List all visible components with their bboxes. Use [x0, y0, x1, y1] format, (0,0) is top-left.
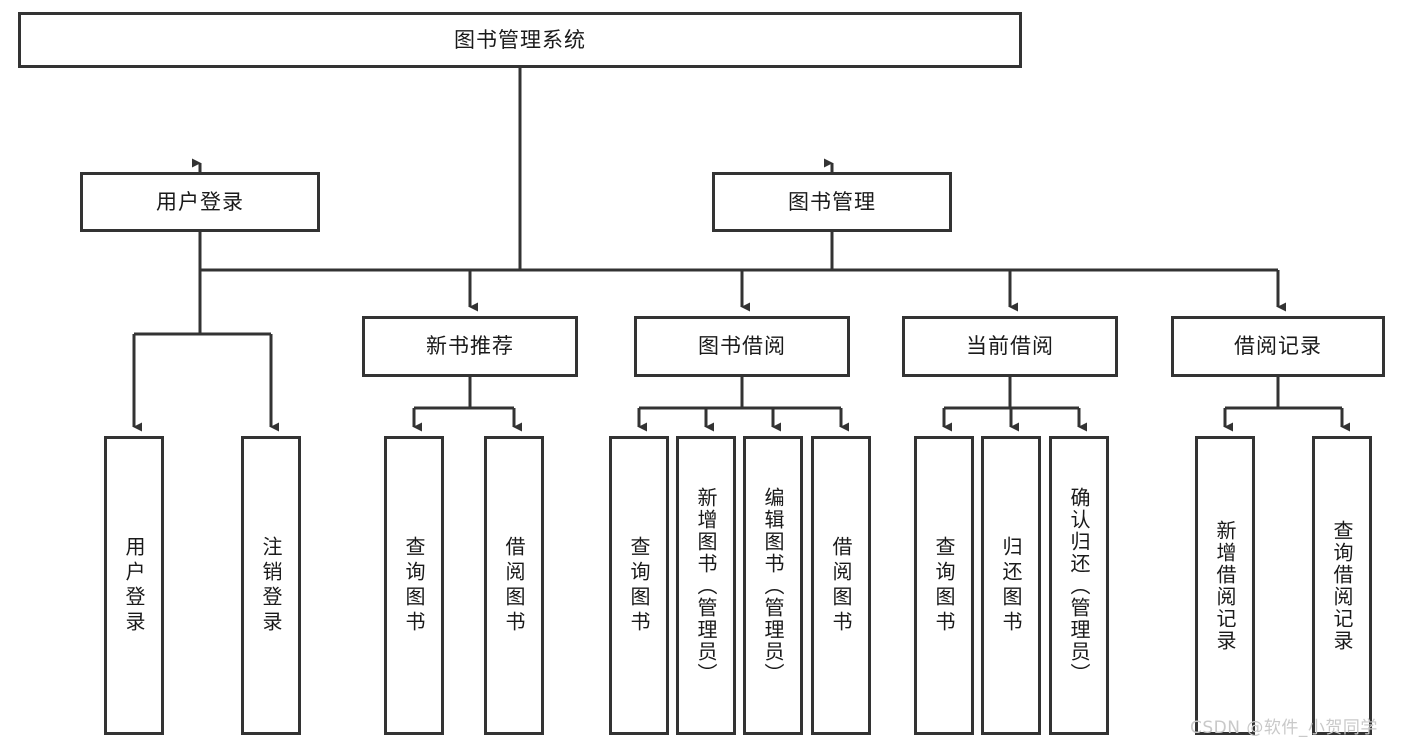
node-label: 注销登录	[259, 535, 283, 636]
node-label: 用户登录	[156, 189, 244, 214]
node-book-manage[interactable]: 图书管理	[712, 172, 952, 232]
node-leaf-add-record[interactable]: 新增借阅记录	[1195, 436, 1255, 735]
node-leaf-confirm-return[interactable]: 确认归还（管理员）	[1049, 436, 1109, 735]
node-leaf-query-record[interactable]: 查询借阅记录	[1312, 436, 1372, 735]
node-leaf-add-book[interactable]: 新增图书（管理员）	[676, 436, 736, 735]
node-user-login[interactable]: 用户登录	[80, 172, 320, 232]
node-leaf-return-book[interactable]: 归还图书	[981, 436, 1041, 735]
node-current-borrow[interactable]: 当前借阅	[902, 316, 1118, 377]
node-leaf-user-logout[interactable]: 注销登录	[241, 436, 301, 735]
node-label: 图书管理系统	[454, 27, 586, 52]
node-leaf-query-book-3[interactable]: 查询图书	[914, 436, 974, 735]
node-label: 新增图书（管理员）	[694, 486, 718, 685]
node-label: 图书借阅	[698, 334, 786, 359]
node-label: 图书管理	[788, 189, 876, 214]
node-label: 查询借阅记录	[1330, 519, 1354, 652]
node-leaf-query-book-2[interactable]: 查询图书	[609, 436, 669, 735]
node-label: 编辑图书（管理员）	[761, 486, 785, 685]
node-label: 当前借阅	[966, 334, 1054, 359]
node-label: 查询图书	[402, 535, 426, 636]
node-label: 新增借阅记录	[1213, 519, 1237, 652]
node-label: 新书推荐	[426, 334, 514, 359]
node-leaf-user-login[interactable]: 用户登录	[104, 436, 164, 735]
node-label: 借阅记录	[1234, 334, 1322, 359]
node-leaf-borrow-book-1[interactable]: 借阅图书	[484, 436, 544, 735]
node-label: 确认归还（管理员）	[1067, 486, 1091, 685]
node-label: 归还图书	[999, 535, 1023, 636]
node-label: 查询图书	[932, 535, 956, 636]
node-label: 查询图书	[627, 535, 651, 636]
node-leaf-edit-book[interactable]: 编辑图书（管理员）	[743, 436, 803, 735]
node-borrow-record[interactable]: 借阅记录	[1171, 316, 1385, 377]
node-label: 借阅图书	[502, 535, 526, 636]
node-label: 借阅图书	[829, 535, 853, 636]
node-leaf-borrow-book-2[interactable]: 借阅图书	[811, 436, 871, 735]
node-root-system[interactable]: 图书管理系统	[18, 12, 1022, 68]
node-leaf-query-book-1[interactable]: 查询图书	[384, 436, 444, 735]
node-book-borrow[interactable]: 图书借阅	[634, 316, 850, 377]
node-new-book-recommend[interactable]: 新书推荐	[362, 316, 578, 377]
node-label: 用户登录	[122, 535, 146, 636]
